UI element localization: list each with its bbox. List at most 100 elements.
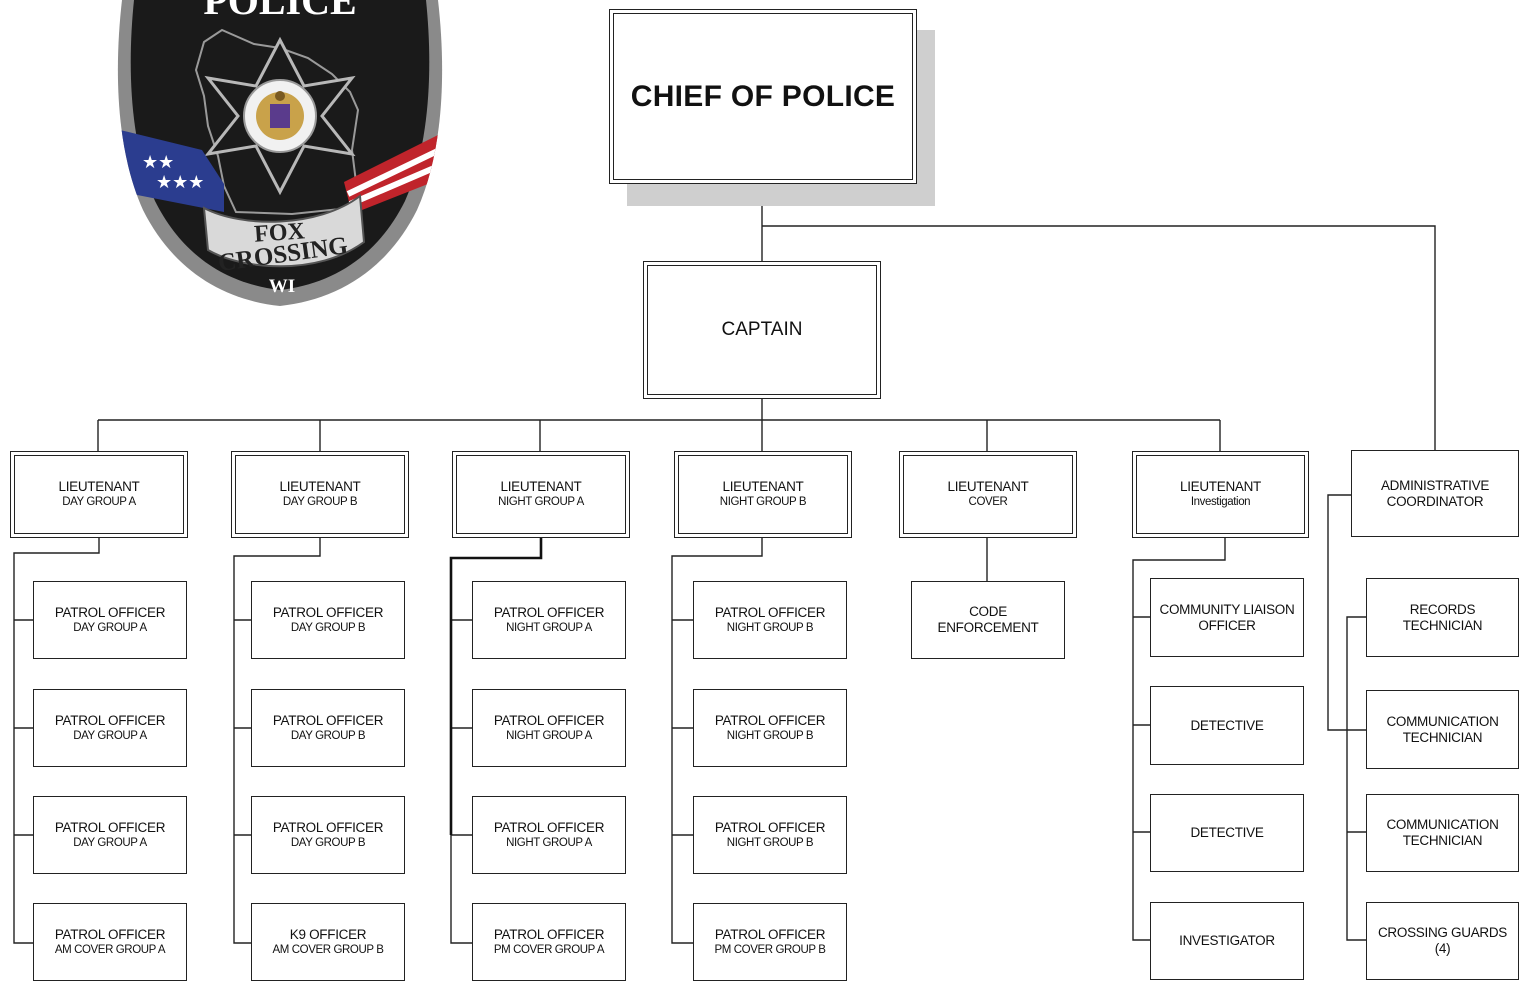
position-line1: DETECTIVE <box>1190 825 1264 840</box>
lieutenant-box: LIEUTENANT NIGHT GROUP A <box>452 451 630 538</box>
records-technician-box: RECORDS TECHNICIAN <box>1366 578 1519 657</box>
officer-title: PATROL OFFICER <box>493 819 605 835</box>
lieutenant-box: LIEUTENANT DAY GROUP B <box>231 451 409 538</box>
admin-line1: ADMINISTRATIVE <box>1380 477 1490 493</box>
lieutenant-group: Investigation <box>1190 496 1251 508</box>
lieutenant-title: LIEUTENANT <box>722 479 804 494</box>
position-line2: TECHNICIAN <box>1402 729 1483 745</box>
officer-box: PATROL OFFICER DAY GROUP A <box>33 689 187 767</box>
position-line2: (4) <box>1434 941 1451 956</box>
position-line2: TECHNICIAN <box>1402 617 1483 633</box>
chief-of-police-box: CHIEF OF POLICE <box>609 9 917 184</box>
position-line1: COMMUNITY LIAISON <box>1159 601 1295 617</box>
k9-officer-box: K9 OFFICER AM COVER GROUP B <box>251 903 405 981</box>
lieutenant-group: DAY GROUP A <box>62 496 136 508</box>
position-line1: CROSSING GUARDS <box>1377 925 1508 940</box>
lieutenant-title: LIEUTENANT <box>1179 479 1261 494</box>
officer-box: PATROL OFFICER NIGHT GROUP B <box>693 581 847 659</box>
police-badge-logo: ★★ ★★★ FOX CROSSING WI POLICE <box>117 0 443 306</box>
officer-box: PATROL OFFICER DAY GROUP B <box>251 796 405 874</box>
officer-title: PATROL OFFICER <box>54 604 166 620</box>
administrative-coordinator-box: ADMINISTRATIVE COORDINATOR <box>1351 450 1519 537</box>
officer-group: DAY GROUP B <box>290 621 366 634</box>
officer-title: PATROL OFFICER <box>714 819 826 835</box>
officer-group: AM COVER GROUP B <box>272 943 384 956</box>
communication-technician-box: COMMUNICATION TECHNICIAN <box>1366 690 1519 769</box>
lieutenant-group: DAY GROUP B <box>282 496 358 508</box>
admin-line2: COORDINATOR <box>1386 493 1484 509</box>
lieutenant-title: LIEUTENANT <box>947 479 1029 494</box>
officer-title: PATROL OFFICER <box>493 926 605 942</box>
officer-group: NIGHT GROUP A <box>506 836 592 849</box>
position-line1: INVESTIGATOR <box>1179 933 1275 948</box>
lieutenant-box: LIEUTENANT Investigation <box>1132 451 1309 538</box>
lieutenant-title: LIEUTENANT <box>58 479 140 494</box>
position-line2: TECHNICIAN <box>1402 833 1483 848</box>
position-line1: DETECTIVE <box>1190 717 1264 733</box>
officer-box: PATROL OFFICER NIGHT GROUP A <box>472 796 626 874</box>
officer-box: PATROL OFFICER NIGHT GROUP B <box>693 796 847 874</box>
officer-group: DAY GROUP A <box>73 729 147 742</box>
officer-group: AM COVER GROUP A <box>54 943 166 956</box>
lieutenant-title: LIEUTENANT <box>279 479 361 494</box>
detective-box: DETECTIVE <box>1150 686 1304 765</box>
officer-title: PATROL OFFICER <box>714 926 826 942</box>
officer-group: NIGHT GROUP A <box>506 729 592 742</box>
officer-group: DAY GROUP A <box>73 621 147 634</box>
badge-top-text: POLICE <box>203 0 356 23</box>
chief-title: CHIEF OF POLICE <box>630 79 896 113</box>
officer-group: NIGHT GROUP A <box>506 621 592 634</box>
lieutenant-box: LIEUTENANT NIGHT GROUP B <box>674 451 852 538</box>
officer-box: PATROL OFFICER NIGHT GROUP A <box>472 689 626 767</box>
city-scroll <box>202 194 366 268</box>
officer-title: PATROL OFFICER <box>54 926 166 942</box>
position-line1: RECORDS <box>1409 601 1476 617</box>
lieutenant-box: LIEUTENANT DAY GROUP A <box>10 451 188 538</box>
lieutenant-group: NIGHT GROUP B <box>719 496 807 508</box>
officer-group: DAY GROUP A <box>73 836 147 849</box>
lieutenant-group: COVER <box>968 496 1008 508</box>
captain-title: CAPTAIN <box>721 319 803 340</box>
officer-title: PATROL OFFICER <box>272 819 384 835</box>
officer-title: PATROL OFFICER <box>54 712 166 728</box>
communication-technician-box: COMMUNICATION TECHNICIAN <box>1366 794 1519 872</box>
position-line2: ENFORCEMENT <box>937 620 1039 635</box>
officer-box: PATROL OFFICER NIGHT GROUP A <box>472 581 626 659</box>
officer-title: K9 OFFICER <box>289 926 367 942</box>
officer-group: PM COVER GROUP A <box>493 943 605 956</box>
officer-title: PATROL OFFICER <box>493 604 605 620</box>
community-liaison-box: COMMUNITY LIAISON OFFICER <box>1150 578 1304 657</box>
officer-group: DAY GROUP B <box>290 729 366 742</box>
officer-box: PATROL OFFICER NIGHT GROUP B <box>693 689 847 767</box>
lieutenant-title: LIEUTENANT <box>500 479 582 494</box>
svg-text:★★★: ★★★ <box>156 172 204 193</box>
officer-group: PM COVER GROUP B <box>714 943 826 956</box>
officer-box: PATROL OFFICER DAY GROUP A <box>33 796 187 874</box>
officer-title: PATROL OFFICER <box>272 712 384 728</box>
officer-group: NIGHT GROUP B <box>726 729 814 742</box>
officer-box: PATROL OFFICER DAY GROUP B <box>251 581 405 659</box>
position-line1: COMMUNICATION <box>1386 713 1499 729</box>
svg-text:★★: ★★ <box>142 152 174 173</box>
officer-title: PATROL OFFICER <box>493 712 605 728</box>
officer-box: PATROL OFFICER DAY GROUP A <box>33 581 187 659</box>
officer-box: PATROL OFFICER PM COVER GROUP B <box>693 903 847 981</box>
officer-box: PATROL OFFICER PM COVER GROUP A <box>472 903 626 981</box>
investigator-box: INVESTIGATOR <box>1150 902 1304 980</box>
flag-ribbon-left <box>117 128 224 212</box>
lieutenant-group: NIGHT GROUP A <box>498 496 584 508</box>
position-line1: CODE <box>969 604 1007 619</box>
code-enforcement-box: CODE ENFORCEMENT <box>911 581 1065 659</box>
captain-box: CAPTAIN <box>643 261 881 399</box>
officer-group: NIGHT GROUP B <box>726 836 814 849</box>
detective-box: DETECTIVE <box>1150 794 1304 872</box>
lieutenant-box: LIEUTENANT COVER <box>899 451 1077 538</box>
position-line2: OFFICER <box>1198 617 1256 633</box>
officer-title: PATROL OFFICER <box>54 819 166 835</box>
officer-title: PATROL OFFICER <box>714 604 826 620</box>
officer-box: PATROL OFFICER AM COVER GROUP A <box>33 903 187 981</box>
officer-group: NIGHT GROUP B <box>726 621 814 634</box>
crossing-guards-box: CROSSING GUARDS (4) <box>1366 902 1519 980</box>
position-line1: COMMUNICATION <box>1386 817 1499 832</box>
